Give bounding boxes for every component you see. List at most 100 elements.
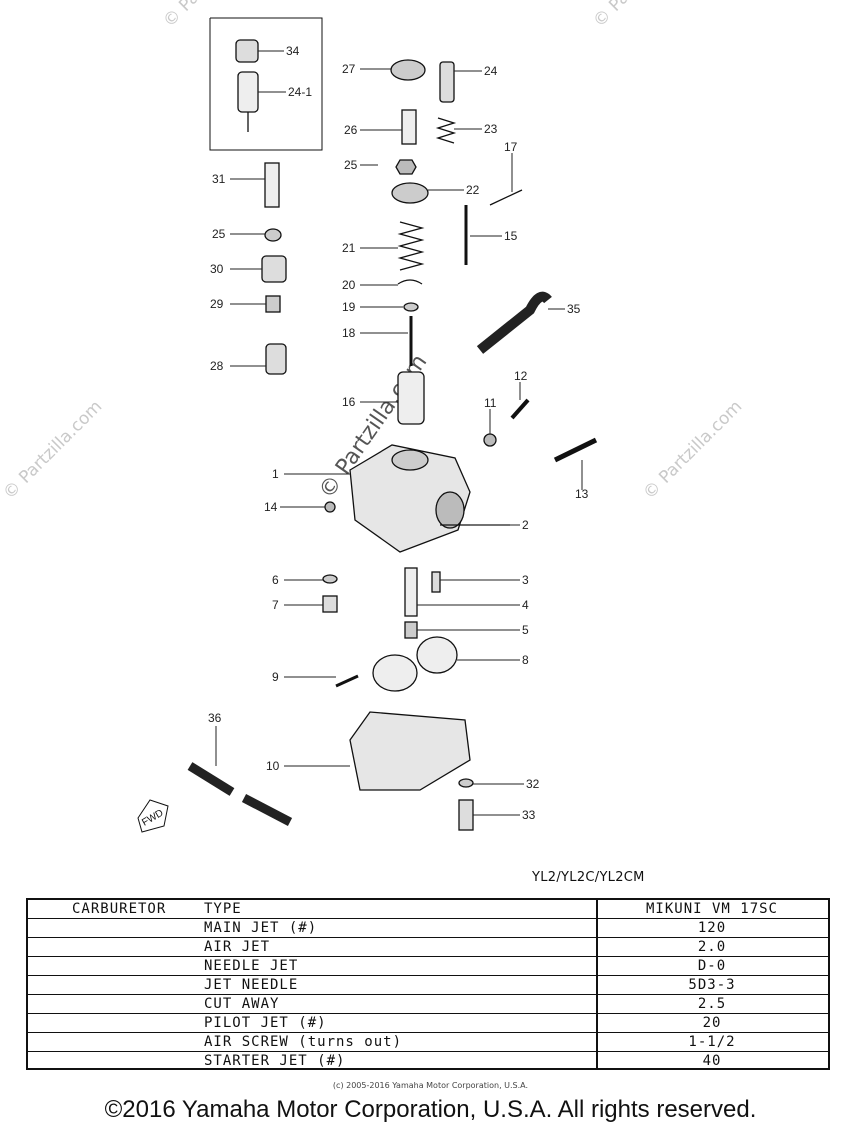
- callout-32: 32: [526, 777, 540, 791]
- part-22-plate: [391, 182, 429, 204]
- callout-15: 15: [504, 229, 518, 243]
- part-11-plug: [483, 433, 497, 447]
- model-label: YL2/YL2C/YL2CM: [532, 870, 645, 885]
- part-1-bore: [435, 491, 465, 529]
- table-column-divider: [596, 900, 598, 1068]
- callout-17: 17: [504, 140, 518, 154]
- carburetor-spec-table: CARBURETOR TYPE MIKUNI VM 17SC MAIN JET …: [26, 898, 830, 1070]
- parts-drawing: [187, 39, 598, 831]
- spec-value: 5D3-3: [688, 977, 736, 993]
- callout-24-1: 24-1: [288, 85, 312, 99]
- part-13-bolt: [553, 437, 598, 463]
- part-17-pin: [489, 189, 523, 206]
- callout-7: 7: [272, 598, 279, 612]
- part-25-nut: [395, 159, 417, 175]
- callout-6: 6: [272, 573, 279, 587]
- callout-21: 21: [342, 241, 356, 255]
- callout-25: 25: [344, 158, 358, 172]
- callout-13: 13: [575, 487, 589, 501]
- part-9-float-pin: [335, 674, 359, 688]
- part-28-body: [265, 343, 287, 375]
- part-6-washer: [322, 574, 338, 584]
- part-32-washer: [458, 778, 474, 788]
- part-1-top: [391, 449, 429, 471]
- table-row: JET NEEDLE 5D3-3: [28, 976, 828, 995]
- spec-label: NEEDLE JET: [204, 958, 299, 974]
- part-8-float: [416, 636, 458, 674]
- spec-value: 20: [702, 1015, 722, 1031]
- table-row: CARBURETOR TYPE MIKUNI VM 17SC: [28, 900, 828, 919]
- part-31-screw: [264, 162, 280, 208]
- copyright-notice: ©2016 Yamaha Motor Corporation, U.S.A. A…: [104, 1096, 757, 1123]
- callout-10: 10: [266, 759, 280, 773]
- small-copyright-line: (c) 2005-2016 Yamaha Motor Corporation, …: [332, 1081, 529, 1090]
- part-10-float-chamber: [349, 711, 471, 791]
- spec-value: 40: [702, 1053, 722, 1069]
- callout-8: 8: [522, 653, 529, 667]
- part-24-cable-adjuster: [439, 61, 455, 103]
- table-row: AIR SCREW (turns out) 1-1/2: [28, 1033, 828, 1052]
- callout-34: 34: [286, 44, 300, 58]
- part-12-screw: [510, 398, 530, 420]
- callout-36: 36: [208, 711, 222, 725]
- part-34-cap: [235, 39, 259, 63]
- table-row: AIR JET 2.0: [28, 938, 828, 957]
- part-8-float: [372, 654, 418, 692]
- callout-23: 23: [484, 122, 498, 136]
- callout-1: 1: [272, 467, 279, 481]
- callout-12: 12: [514, 369, 528, 383]
- callout-11: 11: [484, 396, 497, 410]
- part-27-top-cap: [390, 59, 426, 81]
- part-3-pilot-jet: [431, 571, 441, 593]
- callout-labels: 34 24-1 27 24 26 23 25 17 31 22 25 15 21…: [208, 44, 589, 822]
- callout-19: 19: [342, 300, 356, 314]
- part-29-spring: [265, 295, 281, 313]
- part-25-washer: [264, 228, 282, 242]
- spec-value: 120: [697, 920, 727, 936]
- part-16-throttle-valve: [397, 371, 425, 425]
- callout-26: 26: [344, 123, 358, 137]
- table-row: NEEDLE JET D-0: [28, 957, 828, 976]
- callout-25: 25: [212, 227, 226, 241]
- spec-value: 2.0: [697, 939, 727, 955]
- callout-14: 14: [264, 500, 278, 514]
- spec-value: MIKUNI VM 17SC: [645, 901, 778, 917]
- fwd-arrow: FWD: [137, 799, 169, 833]
- watermark: © Partzilla.com: [589, 0, 696, 32]
- callout-3: 3: [522, 573, 529, 587]
- spec-label: PILOT JET (#): [204, 1015, 327, 1031]
- part-36-tube: [241, 794, 293, 826]
- part-5-main-jet: [404, 621, 418, 639]
- part-14-plug: [324, 501, 336, 513]
- exploded-parts-diagram: © Partzilla.com © Partzilla.com © Partzi…: [0, 0, 746, 833]
- watermark: © Partzilla.com: [639, 397, 746, 504]
- spec-label: AIR JET: [204, 939, 271, 955]
- watermark: © Partzilla.com: [0, 397, 106, 504]
- part-20-clip: [397, 279, 423, 285]
- callout-30: 30: [210, 262, 224, 276]
- callout-20: 20: [342, 278, 356, 292]
- callout-2: 2: [522, 518, 529, 532]
- spec-value: 2.5: [697, 996, 727, 1012]
- callout-5: 5: [522, 623, 529, 637]
- callout-27: 27: [342, 62, 356, 76]
- table-row: CUT AWAY 2.5: [28, 995, 828, 1014]
- part-4-needle-jet: [404, 567, 418, 617]
- callout-24: 24: [484, 64, 498, 78]
- table-row: MAIN JET (#) 120: [28, 919, 828, 938]
- callout-29: 29: [210, 297, 224, 311]
- table-row: PILOT JET (#) 20: [28, 1014, 828, 1033]
- leader-lines: [215, 50, 583, 816]
- part-23-spring: [435, 117, 457, 144]
- callout-31: 31: [212, 172, 226, 186]
- callout-4: 4: [522, 598, 529, 612]
- callout-33: 33: [522, 808, 536, 822]
- spec-value: D-0: [697, 958, 727, 974]
- callout-35: 35: [567, 302, 581, 316]
- part-21-spring: [397, 221, 425, 271]
- part-36-tube: [187, 762, 235, 796]
- callout-22: 22: [466, 183, 480, 197]
- spec-label: JET NEEDLE: [204, 977, 299, 993]
- spec-label: MAIN JET (#): [204, 920, 318, 936]
- part-35-tube: [476, 291, 552, 354]
